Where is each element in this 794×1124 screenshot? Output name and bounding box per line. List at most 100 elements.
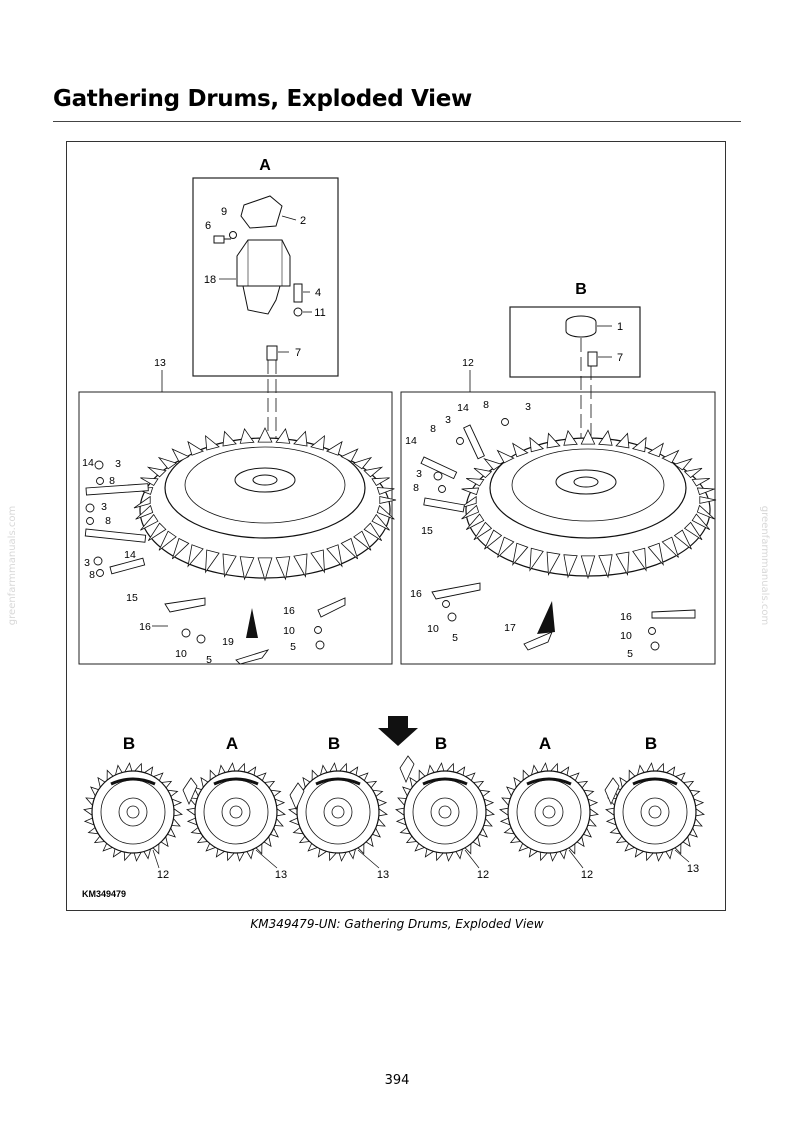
drum-tooth: [466, 477, 485, 487]
callout-13-3a: 3: [115, 458, 121, 470]
watermark-right: greenfarmmanuals.com: [759, 505, 771, 626]
drum-tooth: [205, 549, 220, 574]
callout-12-8c: 8: [413, 482, 419, 494]
callout-12-8b: 8: [430, 423, 436, 435]
drum-tooth: [465, 513, 485, 530]
drum-tooth: [529, 436, 545, 453]
down-arrow-icon: [378, 716, 418, 746]
callout-13-5b: 5: [290, 641, 296, 653]
drum-tooth: [696, 504, 715, 520]
drum-tooth: [683, 467, 703, 479]
drum-tooth: [631, 436, 647, 453]
drum-tooth: [275, 427, 291, 444]
drum-tooth: [512, 542, 529, 567]
row-divider-bracket: [182, 777, 198, 805]
callout-13-3b: 3: [101, 501, 107, 513]
callout-12-14a: 14: [457, 402, 469, 414]
drum-tooth: [340, 537, 359, 560]
drum-tooth: [484, 529, 503, 550]
figure-frame: [66, 141, 726, 911]
drum-tooth: [546, 432, 561, 449]
callout-13-14a: 14: [82, 457, 94, 469]
callout-13-19: 19: [222, 636, 234, 648]
drum-tooth: [473, 521, 493, 541]
drum-tooth: [598, 429, 613, 446]
rotation-arrow-icon: [632, 777, 678, 786]
callout-a-6: 6: [205, 220, 211, 232]
detail-b-box: B 1 7: [509, 281, 641, 470]
drum-tooth: [683, 521, 703, 541]
drum-tooth: [371, 513, 390, 531]
callout-12-16a: 16: [410, 588, 422, 600]
row-drum-type-label: B: [328, 734, 340, 753]
drum-tooth: [171, 537, 190, 560]
callout-12-3b: 3: [445, 414, 451, 426]
drum-tooth: [483, 458, 503, 471]
drum-tooth: [461, 504, 480, 520]
callout-13-5a: 5: [206, 654, 212, 666]
drum-tooth: [140, 477, 159, 486]
callout-a-18: 18: [204, 274, 216, 286]
callout-a-7: 7: [295, 347, 301, 359]
drum-tooth: [353, 530, 372, 551]
row-drum-disc: [613, 770, 697, 854]
row-divider-bracket: [289, 782, 305, 810]
detail-a-title: A: [259, 157, 271, 174]
figure-caption: KM349479-UN: Gathering Drums, Exploded V…: [250, 917, 544, 931]
callout-a-11: 11: [314, 307, 325, 319]
callout-a-9: 9: [221, 206, 227, 218]
drum-tooth: [563, 554, 578, 579]
drum-tooth: [661, 536, 679, 558]
drum-12-panel: 12 14 8 3 14 8 3 3 8 15: [400, 357, 717, 665]
drum-tooth: [257, 427, 273, 443]
page-title: Gathering Drums, Exploded View: [53, 86, 473, 112]
drum-tooth: [310, 549, 325, 574]
row-drum-disc: [194, 770, 278, 854]
row-drum-number-label: 12: [581, 869, 593, 881]
detail-a-box: A 2 9 6 18 4 11 7: [192, 157, 339, 470]
drum-13-teeth: [133, 427, 397, 582]
drum-tooth: [171, 448, 190, 463]
callout-12-14b: 14: [405, 435, 417, 447]
drum-tooth: [239, 556, 255, 581]
callout-13-16b: 16: [283, 605, 295, 617]
row-drum-disc: [507, 770, 591, 854]
drum-tooth: [615, 551, 630, 576]
row-divider-bracket: [399, 755, 415, 783]
drum-tooth: [133, 495, 151, 509]
drum-tooth: [239, 427, 255, 444]
drum-tooth: [352, 456, 373, 470]
callout-12-8a: 8: [483, 399, 489, 411]
figure-id: KM349479: [82, 889, 126, 899]
drum-tooth: [158, 530, 177, 551]
drum-tooth: [363, 466, 384, 478]
callout-12-16b: 16: [620, 611, 632, 623]
drum-12-teeth: [459, 429, 717, 580]
callout-12-5b: 5: [627, 648, 633, 660]
callout-a-2: 2: [300, 215, 306, 227]
callout-13-10b: 10: [283, 625, 295, 637]
drum-tooth: [598, 554, 613, 579]
row-drum-number-label: 13: [377, 869, 389, 881]
detail-b-title: B: [575, 281, 587, 298]
callout-12-3c: 3: [416, 468, 422, 480]
drum-tooth: [376, 504, 395, 520]
drum-13-toothed-disc: [139, 437, 391, 579]
drum-tooth: [293, 430, 308, 447]
drum-tooth: [580, 429, 596, 445]
callout-12-15: 15: [421, 525, 433, 537]
row-drum-number-label: 13: [687, 863, 699, 875]
drum-tooth: [140, 513, 159, 531]
callout-b-1: 1: [617, 321, 623, 333]
drum-tooth: [376, 487, 395, 495]
drum-tooth: [157, 456, 178, 470]
row-drum-number-label: 12: [157, 869, 169, 881]
drum-tooth: [647, 442, 664, 458]
drum-tooth: [673, 458, 693, 471]
drum-tooth: [275, 556, 291, 581]
drum-tooth: [310, 434, 325, 451]
drum-tooth: [661, 449, 680, 464]
drum-tooth: [563, 429, 578, 446]
drum-tooth: [580, 555, 596, 580]
row-drum-number-label: 12: [477, 869, 489, 881]
